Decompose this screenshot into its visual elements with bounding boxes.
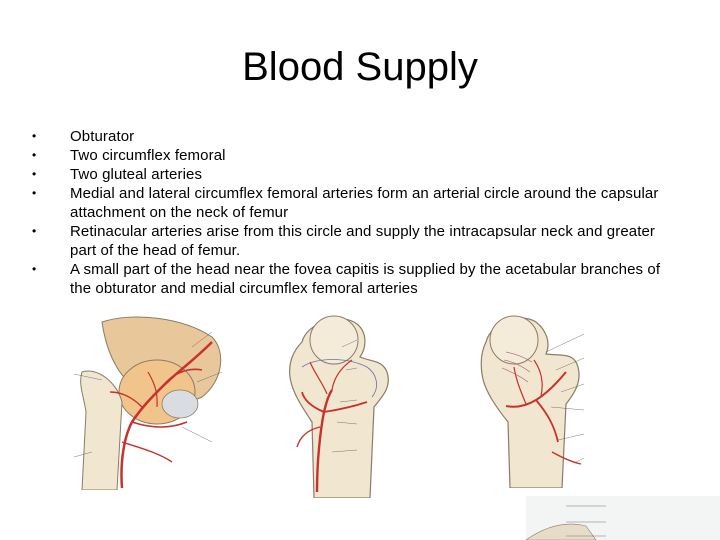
bullet-dot-icon: • bbox=[32, 262, 37, 276]
bullet-item: •Two gluteal arteries bbox=[32, 166, 203, 183]
bullet-dot-icon: • bbox=[32, 129, 37, 143]
bullet-item: •Two circumflex femoral bbox=[32, 147, 226, 164]
femur-posterior-illustration bbox=[480, 315, 585, 488]
bullet-list: •Obturator •Two circumflex femoral •Two … bbox=[24, 127, 684, 298]
joint-capsule-illustration bbox=[526, 496, 720, 540]
bullet-item: •Obturator bbox=[32, 128, 135, 145]
slide-title: Blood Supply bbox=[242, 45, 478, 89]
femur-anterior-illustration bbox=[289, 315, 389, 498]
bullet-item: •A small part of the head near the fovea… bbox=[32, 261, 661, 297]
bullet-item: •Retinacular arteries arise from this ci… bbox=[32, 223, 656, 259]
bullet-dot-icon: • bbox=[32, 224, 37, 238]
bullet-dot-icon: • bbox=[32, 167, 37, 181]
bullet-dot-icon: • bbox=[32, 148, 37, 162]
bullet-item: •Medial and lateral circumflex femoral a… bbox=[32, 185, 659, 221]
bullet-dot-icon: • bbox=[32, 186, 37, 200]
hip-joint-illustration bbox=[73, 316, 223, 490]
